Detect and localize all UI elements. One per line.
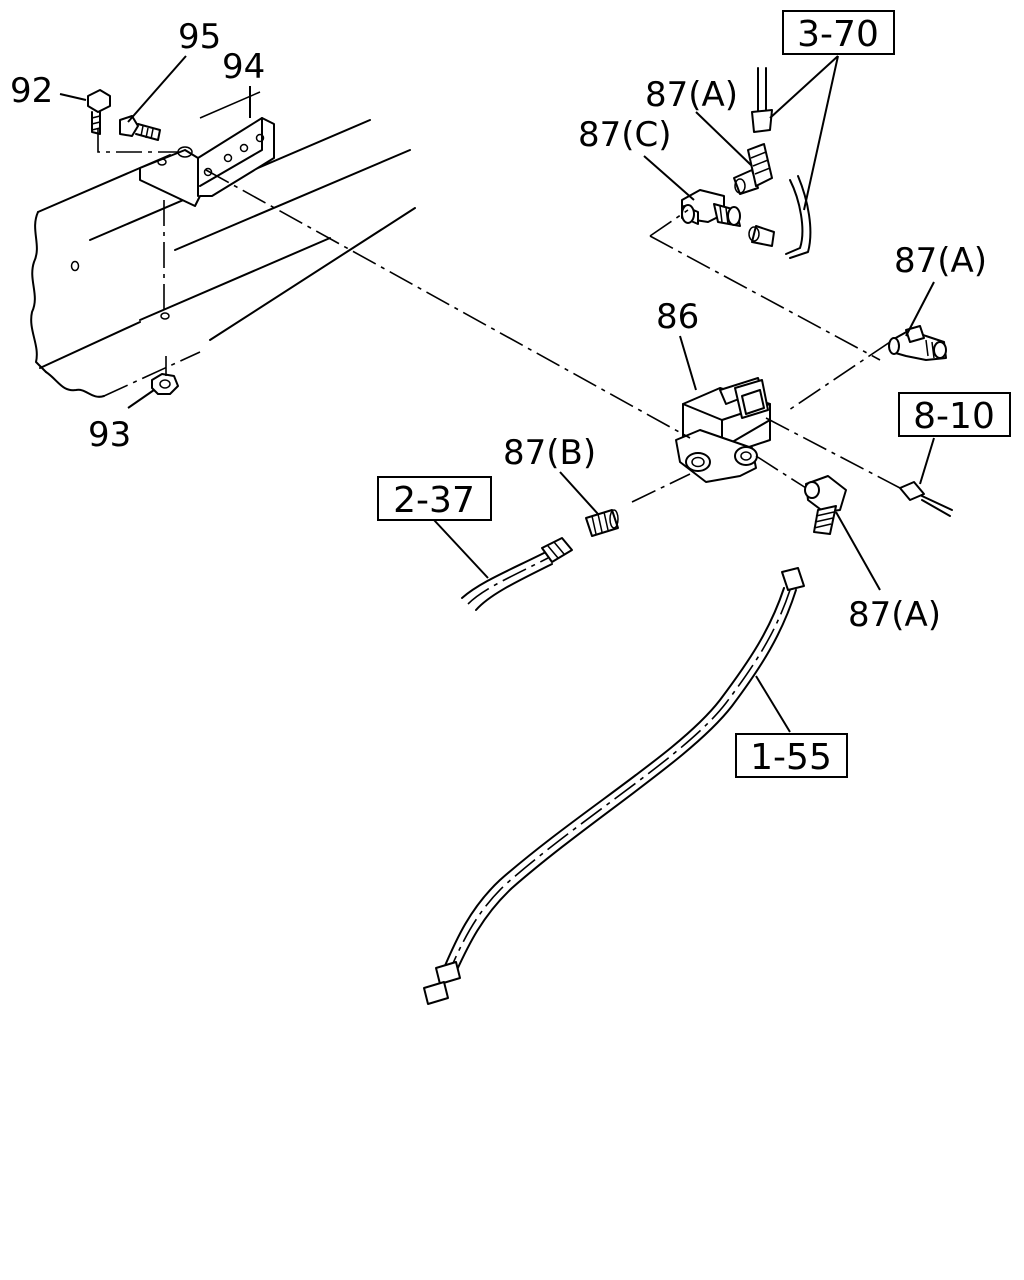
pipe-3-70 [748,67,812,259]
part-labels: 92 95 94 93 86 87(A) 87(C) 87(A) 87(B) 8… [10,17,987,635]
label-87a-top: 87(A) [645,75,738,115]
nut-93 [151,373,179,395]
solenoid-valve-86 [675,377,771,483]
fitting-87a-bottom [804,475,847,535]
ref-box-8-10 [898,392,1011,437]
label-87a-bottom: 87(A) [848,595,941,635]
connector-8-10 [899,481,953,517]
ref-label-2-37: 2-37 [393,480,475,521]
ref-label-3-70: 3-70 [797,14,879,55]
ref-box-2-37 [377,476,492,521]
label-87c: 87(C) [578,115,672,155]
hose-2-37 [461,537,573,611]
fitting-87a-top [733,143,773,195]
ref-box-1-55 [735,733,848,778]
label-92: 92 [10,71,53,111]
fitting-87c-tee [681,189,741,227]
label-94: 94 [222,47,265,87]
label-95: 95 [178,17,221,57]
label-87a-right: 87(A) [894,241,987,281]
label-93: 93 [88,415,131,455]
label-86: 86 [656,297,699,337]
ref-label-8-10: 8-10 [913,396,995,437]
hose-1-55 [423,567,805,1005]
bolt-95 [119,115,161,141]
frame-rail [30,91,416,398]
ref-label-1-55: 1-55 [750,737,832,778]
leader-lines [59,55,935,733]
ref-box-3-70 [782,10,895,55]
bolt-92 [87,89,111,135]
reference-boxes: 3-70 8-10 2-37 1-55 [377,10,1011,778]
fitting-87b [585,509,619,537]
assembly-lines [97,128,901,503]
label-87b: 87(B) [503,433,596,473]
bracket-94 [139,117,275,207]
fitting-87a-right [888,325,947,361]
